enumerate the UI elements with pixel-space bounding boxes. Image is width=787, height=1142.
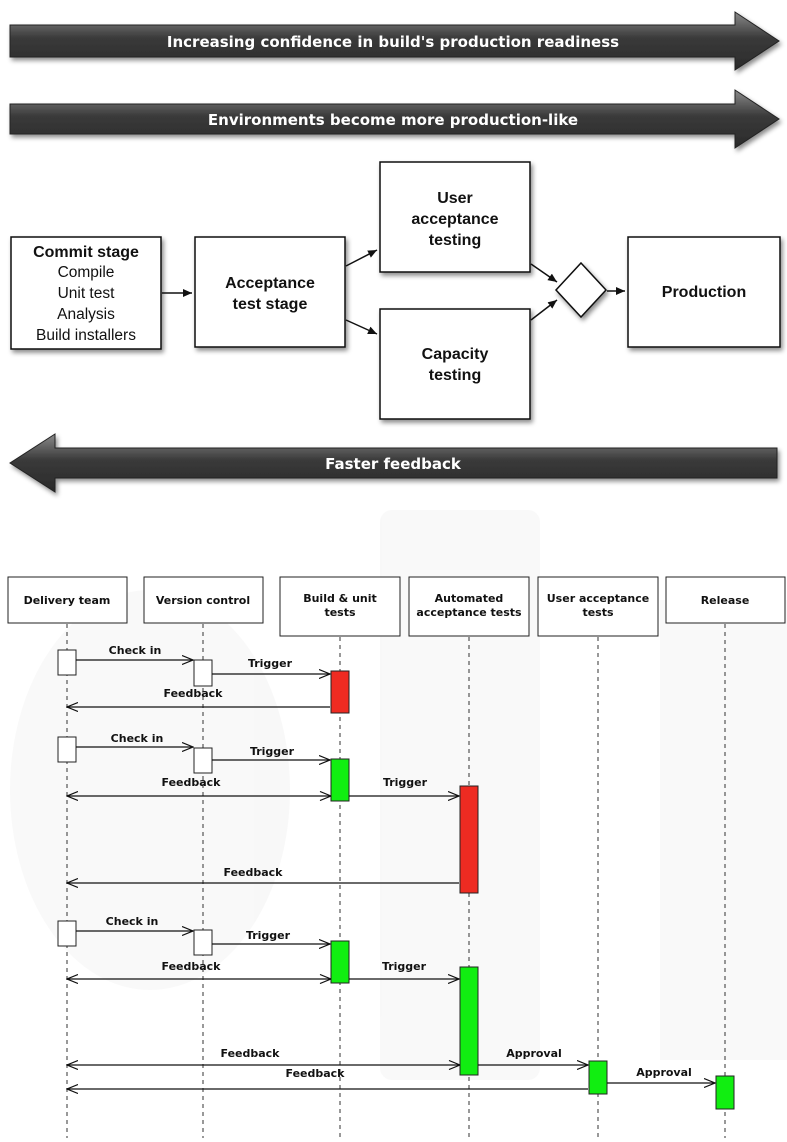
- lane-header-label: User acceptance: [547, 592, 650, 605]
- message-label-trigger: Trigger: [246, 929, 291, 942]
- activation-release-pass: [715, 1075, 735, 1110]
- background-watermark: [10, 510, 787, 1080]
- lane-header-label: tests: [324, 606, 356, 619]
- activation-build-pass: [330, 758, 350, 802]
- environments-banner: Environments become more production-like: [9, 89, 780, 149]
- lane-header-label: Release: [701, 594, 750, 607]
- lane-header-label: tests: [582, 606, 614, 619]
- pipeline-connectors: [162, 249, 625, 335]
- lane-header-vcs: Version control: [143, 576, 264, 624]
- confidence-banner: Increasing confidence in build's product…: [9, 11, 780, 71]
- activation-build-pass: [330, 940, 350, 984]
- message-label-feedback: Feedback: [162, 960, 222, 973]
- commit-stage-title: Commit stage: [33, 244, 139, 261]
- activation-vcs: [193, 747, 213, 774]
- activation-delivery: [57, 920, 77, 947]
- message-label-feedback: Feedback: [162, 776, 222, 789]
- production-box: Production: [627, 236, 781, 348]
- message-label-feedback: Feedback: [164, 687, 224, 700]
- uat-label: testing: [429, 232, 481, 249]
- feedback-banner: Faster feedback: [9, 433, 778, 493]
- activation-vcs: [193, 659, 213, 687]
- activation-acceptance-fail: [459, 785, 479, 894]
- lane-header-label: Delivery team: [24, 594, 111, 607]
- lane-header-uat: User acceptance tests: [537, 576, 659, 637]
- feedback-banner-label: Faster feedback: [325, 455, 462, 473]
- activation-acceptance-pass: [459, 966, 479, 1076]
- lane-header-label: Version control: [156, 594, 250, 607]
- decision-diamond: [554, 261, 608, 319]
- activations: [57, 649, 735, 1110]
- message-label-feedback: Feedback: [221, 1047, 281, 1060]
- commit-stage-line: Compile: [58, 264, 115, 281]
- capacity-label: Capacity: [422, 346, 489, 363]
- lane-header-label: acceptance tests: [416, 606, 522, 619]
- message-label-trigger: Trigger: [248, 657, 293, 670]
- message-label-trigger: Trigger: [382, 960, 427, 973]
- message-label-check-in: Check in: [111, 732, 164, 745]
- lane-header-label: Build & unit: [303, 592, 377, 605]
- lane-headers: Delivery team Version control Build & un…: [7, 576, 786, 637]
- lane-header-label: Automated: [435, 592, 504, 605]
- activation-delivery: [57, 649, 77, 676]
- production-label: Production: [662, 284, 746, 301]
- commit-stage-box: Commit stage Compile Unit test Analysis …: [10, 236, 162, 350]
- activation-build-fail: [330, 670, 350, 714]
- activation-uat-pass: [588, 1060, 608, 1095]
- acceptance-stage-box: Acceptance test stage: [194, 236, 346, 348]
- acceptance-stage-label: Acceptance: [225, 275, 315, 292]
- lane-header-auto: Automated acceptance tests: [408, 576, 530, 637]
- commit-stage-line: Unit test: [58, 285, 116, 302]
- message-label-approval: Approval: [506, 1047, 562, 1060]
- message-label-trigger: Trigger: [383, 776, 428, 789]
- capacity-box: Capacity testing: [379, 308, 531, 420]
- environments-banner-label: Environments become more production-like: [208, 111, 578, 129]
- message-label-feedback: Feedback: [224, 866, 284, 879]
- message-label-approval: Approval: [636, 1066, 692, 1079]
- confidence-banner-label: Increasing confidence in build's product…: [167, 33, 619, 51]
- message-label-feedback: Feedback: [286, 1067, 346, 1080]
- capacity-label: testing: [429, 367, 481, 384]
- uat-label: acceptance: [411, 211, 498, 228]
- commit-stage-line: Build installers: [36, 327, 136, 344]
- commit-stage-line: Analysis: [57, 306, 115, 323]
- lane-header-release: Release: [665, 576, 786, 624]
- activation-delivery: [57, 736, 77, 763]
- message-label-check-in: Check in: [106, 915, 159, 928]
- uat-label: User: [437, 190, 473, 207]
- uat-box: User acceptance testing: [379, 161, 531, 273]
- activation-vcs: [193, 929, 213, 956]
- lane-header-delivery: Delivery team: [7, 576, 128, 624]
- message-label-check-in: Check in: [109, 644, 162, 657]
- acceptance-stage-label: test stage: [233, 296, 308, 313]
- message-label-trigger: Trigger: [250, 745, 295, 758]
- lane-header-build: Build & unit tests: [279, 576, 401, 637]
